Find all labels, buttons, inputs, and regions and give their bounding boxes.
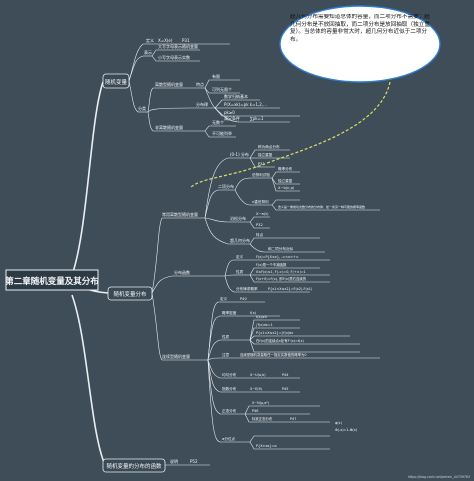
rv-def-label: 定义 — [146, 37, 154, 43]
dist-cont-title: 连续型随机变量 — [162, 353, 190, 359]
branch-line-rv — [71, 81, 104, 276]
dist-b01-1: 称为两点分布 — [258, 144, 280, 149]
dist-bern-2: 独立重复 — [278, 178, 293, 183]
dist-b01-3: P31 — [258, 162, 265, 166]
rv-subtree-lines — [128, 43, 300, 138]
dist-pois-1: X~π(λ) — [256, 212, 269, 216]
rv-rep-label: 表示 — [144, 49, 152, 55]
dist-binom-3: 含义是一重成功次数分布的分布律，加一条另一种可能的概率函数 — [278, 204, 365, 209]
dist-func-calc: 分布律求概率 — [236, 286, 258, 291]
dist-bern-label: 伯努利试验 — [252, 172, 270, 177]
branch-line-func — [71, 294, 106, 466]
dist-dp3: P{x1<X≤x2}=∫f(x)dx — [256, 331, 293, 335]
root-node[interactable] — [5, 269, 99, 291]
dist-func-def: 定义 — [236, 254, 244, 259]
dist-dp1: f(x)≥0 — [256, 315, 267, 319]
callout-bubble — [279, 5, 441, 83]
dist-func-calc-f: P{x1<X≤x2}=F(x2)-F(x1) — [268, 287, 313, 291]
branch-rv-label: 随机变量 — [105, 78, 128, 86]
rv-law-7: pk≥0 — [224, 110, 235, 115]
rv-cont-2: 不可能列举 — [212, 130, 232, 136]
dist-func-title: 分布函数 — [174, 269, 190, 275]
dist-density-label: 概率密度 — [222, 310, 237, 315]
dist-b01-label: (0-1) 分布 — [230, 151, 249, 157]
dist-binom-2: n重伯努利 — [252, 199, 269, 204]
branch-node-func[interactable] — [102, 458, 166, 473]
callout-text: 超几何分布需要知道总体的容量，而二项分布不需要；超几何分布是不放回抽取，而二项分… — [290, 14, 430, 43]
dist-std-2: Φ(-x)=1-Φ(x) — [335, 428, 358, 432]
rv-rep-1: 大写字母表示随机变量 — [158, 43, 198, 49]
dist-dp2: ∫f(x)dx=1 — [256, 323, 273, 327]
dist-density-prop: 性质 — [222, 334, 230, 339]
bubble-connector — [189, 81, 391, 189]
dist-hyper-1: 特点 — [256, 232, 264, 237]
branch-dist-label: 随机变量分布 — [113, 290, 147, 298]
dist-pois-2: P32 — [256, 223, 263, 227]
dist-density-def: 定义 — [220, 296, 228, 301]
dist-func-prop: 性质 — [236, 269, 244, 274]
dist-std-f: P47 — [290, 417, 296, 421]
rv-discrete-feat: 特点 — [196, 81, 204, 87]
dist-note-1: 连续型随机变量取任一指定实数值的概率为0 — [240, 352, 307, 357]
rv-cont-1: 无数个 — [212, 119, 224, 125]
dist-alpha-1: P{X>zα}=α — [256, 444, 277, 448]
rv-law-label: 分布律 — [196, 101, 208, 107]
rv-continuous-label: 非离散随机变量 — [155, 124, 183, 130]
dist-dp4: 在f(x)的连续点x处有F'(x)=f(x) — [256, 338, 304, 343]
rv-discrete-feat-1: 有限 — [212, 73, 220, 79]
callout-text-box: 超几何分布需要知道总体的容量，而二项分布不需要；超几何分布是不放回抽取，而二项分… — [290, 14, 430, 43]
dist-expo: 指数分布 — [222, 386, 237, 391]
dist-common-label: 常用离散型随机变量 — [162, 211, 198, 217]
dist-uniform-f: X~U(a,b) — [250, 373, 266, 377]
dist-density-page: P40 — [240, 297, 247, 301]
dist-b01-2: 独立重复 — [258, 152, 273, 157]
dist-uniform-p: P44 — [282, 373, 288, 377]
dist-hyper-2: 和二项分布近似 — [268, 246, 294, 251]
root-title: 第二章随机变量及其分布 — [5, 276, 99, 287]
rv-law-3: 数学归纳基本 — [224, 93, 248, 99]
dist-hyper-label: 超几何分布 — [230, 237, 250, 243]
dist-normal: 正态分布 — [222, 408, 237, 413]
dist-func-p3: F(x+0)=F(x), 即F(x)是右连续的 — [256, 276, 307, 281]
func-note: 说明 — [170, 458, 178, 464]
dist-func-def-f: F(x)=P{X≤x}, -∞<x<+∞ — [256, 255, 299, 259]
dist-expo-f: X~E(θ) — [250, 387, 263, 391]
dist-bern-1: 概率分布 — [278, 166, 293, 171]
dist-std-1: φ(x) — [335, 421, 343, 425]
dist-pois-label: 泊松分布 — [230, 215, 246, 221]
dist-normal-f: X~N(μ,σ²) — [252, 401, 270, 405]
rv-def-formula: X=X(e) — [158, 38, 173, 43]
rv-discrete-label: 离散型随机变量 — [155, 81, 183, 87]
dist-binom-label: 二项分布 — [218, 183, 234, 189]
dist-func-p2: 0≤F(x)≤1, F(-∞)=0, F(+∞)=1 — [256, 270, 306, 274]
rv-law-9: 满足条件 — [224, 115, 240, 121]
rv-law-5: P(X=xk)=pk k=1,2,... — [224, 102, 267, 107]
branch-func-label: 随机变量的分布的函数 — [106, 462, 162, 470]
dist-note: 注意 — [222, 352, 230, 357]
dist-normal-p: P46 — [252, 409, 258, 413]
rv-discrete-feat-2: 可列无限个 — [212, 86, 232, 92]
func-page: P52 — [190, 459, 198, 464]
dist-func-p1: F(x)是一个不减函数 — [256, 262, 287, 267]
rv-cat-label: 分类 — [138, 105, 146, 111]
dist-alpha: α分位点 — [222, 436, 236, 441]
rv-rep-2: 小写字母表示实数 — [158, 54, 190, 60]
dist-expo-p: P45 — [282, 387, 288, 391]
rv-law-8: ∑pk=1 — [250, 116, 264, 121]
dist-binom-1: X~b(n,p) — [278, 186, 295, 190]
dist-subtree-lines — [151, 149, 380, 450]
dist-density-f: f(x) — [250, 311, 257, 315]
dist-std: 标准正态分布 — [252, 416, 273, 421]
dist-uniform: 均匀分布 — [222, 372, 237, 377]
rv-def-page: P31 — [182, 38, 190, 43]
watermark: https://blog.csdn.net/weixin_44759763 — [408, 475, 470, 479]
